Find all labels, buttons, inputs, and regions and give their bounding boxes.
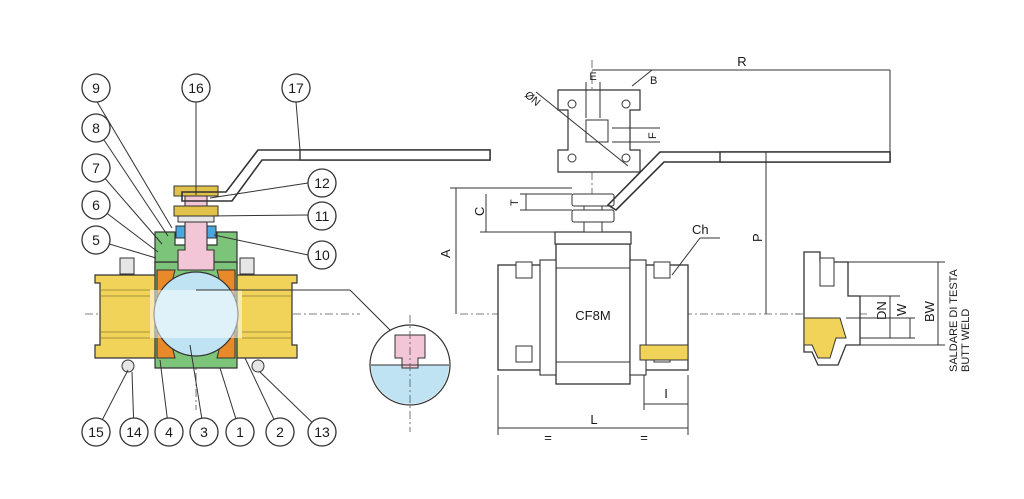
weld-end-nut [819,257,835,287]
elevation-body [555,243,631,385]
svg-text:4: 4 [165,424,173,440]
part-bubble-2: 2 [265,417,295,447]
dim-label-R: R [737,54,746,69]
part-bubble-5: 5 [81,225,111,255]
svg-text:11: 11 [315,208,330,224]
dim-label-W: W [894,303,909,316]
dim-label-P: P [750,233,765,242]
dim-label-BW: BW [922,300,937,322]
dim-label-A: A [438,249,453,258]
left-thread-hatch [100,289,150,339]
dim-label-Ch: Ch [692,222,709,237]
dim-line-B [631,69,653,87]
sectional-view [85,149,491,410]
top-flange-view [535,89,641,173]
elevation-flange-left [539,259,557,376]
bolt-left [121,359,135,373]
svg-text:16: 16 [188,80,204,96]
body-marking: CF8M [575,308,610,323]
elevation-weld-end [639,344,689,361]
stem-detail-magnifier [369,315,451,432]
part-bubble-9: 9 [81,73,111,103]
elevation-bonnet [554,231,632,245]
part-bubble-13: 13 [307,417,337,447]
dim-label-C: C [472,207,487,216]
svg-text:7: 7 [92,160,100,176]
dim-line-Ch [671,237,701,276]
svg-text:17: 17 [288,80,304,96]
weld-end-detail: DN W BW SALDARE DI TESTA BUTT WELD [795,251,972,372]
ball-bore [150,290,242,338]
part-bubble-16: 16 [181,73,211,103]
weld-label-line1: SALDARE DI TESTA [948,268,960,372]
svg-text:8: 8 [92,120,100,136]
elevation-view: CF8M R E B ØN F [438,54,891,445]
svg-text:12: 12 [314,175,330,191]
svg-text:15: 15 [88,424,104,440]
svg-text:9: 9 [92,80,100,96]
nut-left-top [119,257,135,275]
dim-label-E: E [589,71,596,83]
bolt-right [251,359,265,373]
part-bubble-11: 11 [307,201,337,231]
svg-text:6: 6 [92,197,100,213]
dim-label-T: T [509,199,521,206]
elevation-bolt-bl [515,345,533,363]
stem-washer [177,215,215,223]
dim-label-N: ØN [522,89,542,109]
part-bubble-12: 12 [307,168,337,198]
part-bubble-6: 6 [81,190,111,220]
dim-label-DN: DN [874,301,889,320]
part-bubble-8: 8 [81,113,111,143]
dim-label-B: B [650,75,657,87]
elevation-handle-grip [719,151,891,163]
svg-text:1: 1 [236,424,244,440]
weld-end-yellow [803,317,847,359]
dim-label-I: I [664,386,668,401]
part-callouts: 9 8 7 6 5 16 17 12 11 10 15 14 4 3 1 2 1… [81,73,337,447]
dim-label-L: L [590,412,597,427]
part-bubble-17: 17 [281,73,311,103]
part-bubble-14: 14 [119,417,149,447]
elevation-bolt-tr [653,261,671,279]
dim-label-eq-right: = [640,430,648,445]
dim-label-eq-left: = [544,430,552,445]
svg-text:5: 5 [92,232,100,248]
elevation-nut-2 [571,209,615,223]
svg-text:10: 10 [314,247,330,263]
svg-text:13: 13 [314,424,330,440]
part-bubble-7: 7 [81,153,111,183]
svg-text:3: 3 [200,424,208,440]
elevation-bolt-tl [515,261,533,279]
detail-leader-diag [349,289,396,336]
weld-label-line2: BUTT WELD [960,309,972,372]
part-bubble-1: 1 [225,417,255,447]
svg-text:14: 14 [126,424,142,440]
dim-label-F: F [647,132,659,139]
part-bubble-15: 15 [81,417,111,447]
part-bubble-10: 10 [307,240,337,270]
part-bubble-3: 3 [189,417,219,447]
part-bubble-4: 4 [154,417,184,447]
nut-right-top [239,257,255,275]
svg-text:2: 2 [276,424,284,440]
stem-nut-lower [173,205,219,217]
handle-grip [299,149,491,161]
